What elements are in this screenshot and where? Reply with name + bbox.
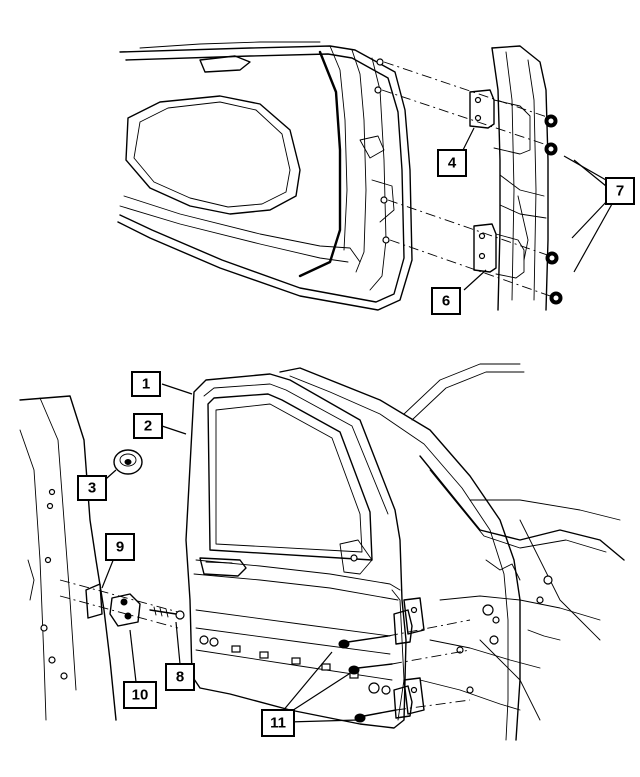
callout-3: 3: [77, 475, 107, 501]
callout-1-label: 1: [142, 376, 150, 393]
callout-11-label: 11: [270, 715, 286, 732]
callout-10-label: 10: [132, 687, 149, 704]
hinge-nut-lower-1: [545, 251, 559, 265]
callout-2-label: 2: [144, 418, 152, 435]
callout-9: 9: [105, 533, 135, 561]
callout-2: 2: [133, 413, 163, 439]
grommet-part: [113, 449, 143, 475]
bottom-leader-lines: [97, 383, 359, 723]
callout-11: 11: [261, 709, 295, 737]
front-door-shell: [185, 373, 413, 729]
hinge-nut-upper-1: [544, 114, 558, 128]
top-door-inner-panel: [117, 41, 413, 311]
top-leader-lines: [462, 127, 613, 291]
hinge-bolt-lower: [354, 709, 397, 723]
callout-7: 7: [605, 177, 635, 205]
hinge-bolt-upper: [338, 635, 389, 649]
callout-8-label: 8: [176, 669, 184, 686]
hinge-nut-lower-2: [549, 291, 563, 305]
top-hinge-pillar: [469, 45, 563, 311]
callout-4: 4: [437, 149, 467, 177]
hinge-bolt-middle: [348, 663, 393, 675]
b-pillar-panel: [19, 395, 185, 721]
callout-7-label: 7: [616, 183, 624, 200]
callout-6: 6: [431, 287, 461, 315]
top-alignment-lines: [381, 61, 557, 299]
callout-8: 8: [165, 663, 195, 691]
callout-9-label: 9: [116, 539, 124, 556]
callout-10: 10: [123, 681, 157, 709]
body-a-pillar: [279, 363, 625, 741]
hinge-nut-upper-2: [544, 142, 558, 156]
callout-6-label: 6: [442, 293, 450, 310]
callout-1: 1: [131, 371, 161, 397]
callout-4-label: 4: [448, 155, 457, 172]
callout-3-label: 3: [88, 480, 96, 497]
